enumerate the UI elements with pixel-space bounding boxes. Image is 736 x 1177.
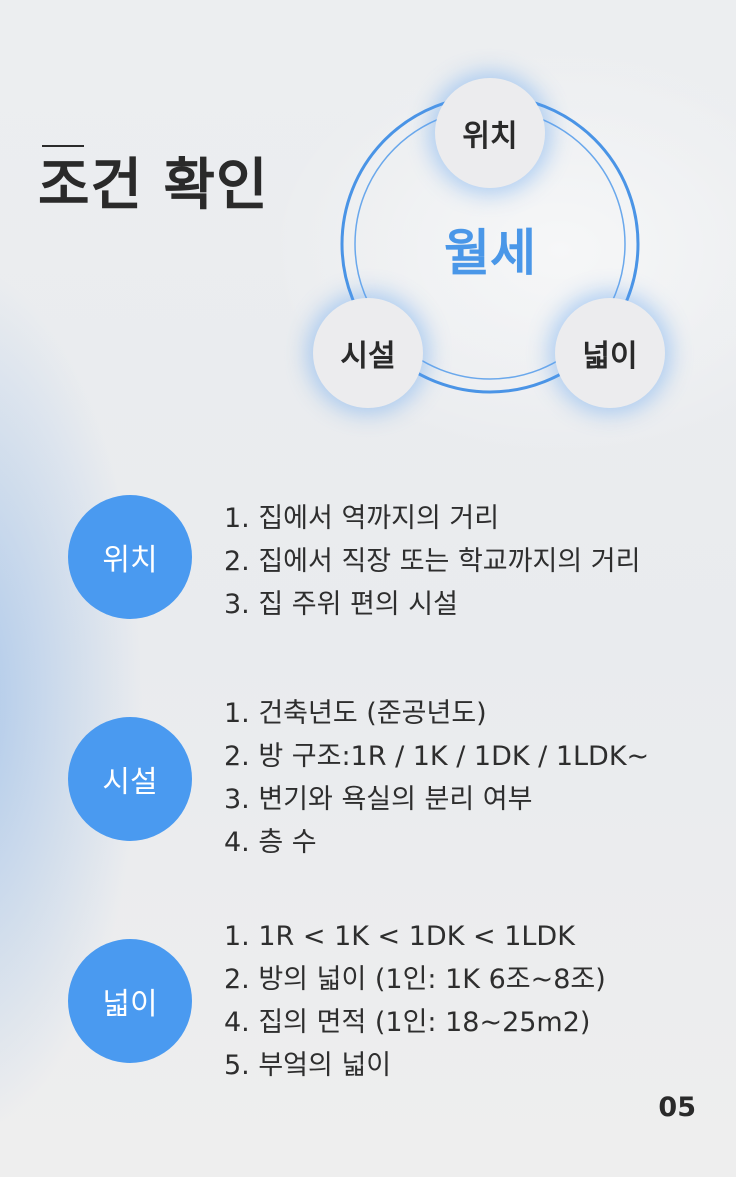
diagram-center-label: 월세 [444,224,536,282]
page-number: 05 [658,1092,696,1123]
section-badge-location: 위치 [68,495,192,619]
list-item: 2. 집에서 직장 또는 학교까지의 거리 [224,546,641,577]
section-list-facilities: 1. 건축년도 (준공년도) 2. 방 구조:1R / 1K / 1DK / 1… [224,692,649,864]
diagram-node-size: 넓이 [555,298,665,408]
section-list-size: 1. 1R < 1K < 1DK < 1LDK 2. 방의 넓이 (1인: 1K… [224,915,606,1087]
section-list-location: 1. 집에서 역까지의 거리 2. 집에서 직장 또는 학교까지의 거리 3. … [224,497,640,626]
title-rule [42,145,84,147]
list-item: 1. 1R < 1K < 1DK < 1LDK [224,921,575,952]
list-item: 5. 부엌의 넓이 [224,1050,392,1081]
list-item: 2. 방의 넓이 (1인: 1K 6조~8조) [224,964,606,995]
list-item: 4. 집의 면적 (1인: 18~25m2) [224,1007,591,1038]
section-badge-facilities: 시설 [68,717,192,841]
concept-diagram: 월세 위치 시설 넓이 [300,78,690,418]
section-badge-size: 넓이 [68,939,192,1063]
list-item: 4. 층 수 [224,827,317,858]
diagram-node-facilities: 시설 [313,298,423,408]
diagram-node-location: 위치 [435,78,545,188]
list-item: 1. 건축년도 (준공년도) [224,698,487,729]
list-item: 1. 집에서 역까지의 거리 [224,503,500,534]
page-title: 조건 확인 [38,153,269,218]
list-item: 3. 변기와 욕실의 분리 여부 [224,784,533,815]
list-item: 3. 집 주위 편의 시설 [224,589,458,620]
list-item: 2. 방 구조:1R / 1K / 1DK / 1LDK~ [224,741,650,772]
